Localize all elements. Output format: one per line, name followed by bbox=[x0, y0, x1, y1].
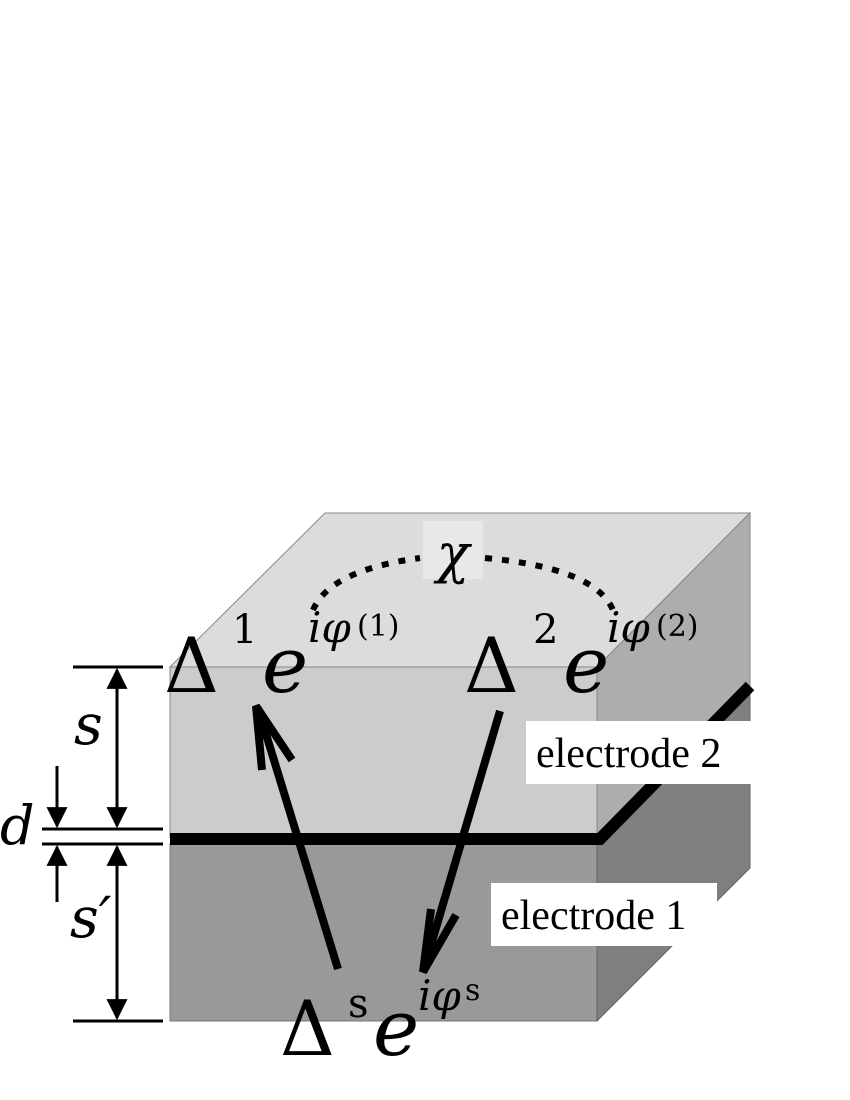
phase1-index: (1) bbox=[357, 609, 400, 644]
s-prime-label: s′ bbox=[70, 886, 112, 951]
phase2-index: (2) bbox=[656, 609, 699, 644]
electrode1-label-background bbox=[491, 883, 717, 946]
delta1-label: Δ bbox=[164, 621, 219, 710]
phase-difference-dotted-arc bbox=[310, 555, 616, 612]
electrode2-label: electrode 2 bbox=[536, 731, 721, 777]
delta2-superscript: 2 bbox=[533, 607, 558, 653]
e2-label: e bbox=[563, 621, 609, 711]
electrode1-label: electrode 1 bbox=[501, 893, 686, 939]
es-label: e bbox=[373, 984, 419, 1074]
phases-index: s bbox=[465, 973, 480, 1008]
chi-label: χ bbox=[433, 522, 473, 585]
deltas-superscript: s bbox=[348, 981, 369, 1027]
d-label: d bbox=[0, 794, 35, 857]
phase1-exponent: iφ bbox=[308, 603, 351, 652]
arrow-bottom-to-electrode1-phase bbox=[254, 706, 342, 971]
electrode2-label-background bbox=[526, 721, 752, 784]
phases-exponent: iφ bbox=[418, 971, 461, 1020]
delta2-label: Δ bbox=[464, 621, 519, 710]
chi-label-background bbox=[423, 521, 483, 579]
phase2-exponent: iφ bbox=[607, 603, 650, 652]
deltas-label: Δ bbox=[280, 984, 335, 1073]
delta1-superscript: 1 bbox=[232, 607, 257, 653]
arrow-head-down bbox=[419, 908, 460, 975]
arrow-head-up bbox=[252, 703, 296, 771]
arrow-electrode2-to-bottom bbox=[419, 709, 504, 974]
s-label: s bbox=[74, 693, 103, 758]
e1-label: e bbox=[262, 621, 308, 711]
